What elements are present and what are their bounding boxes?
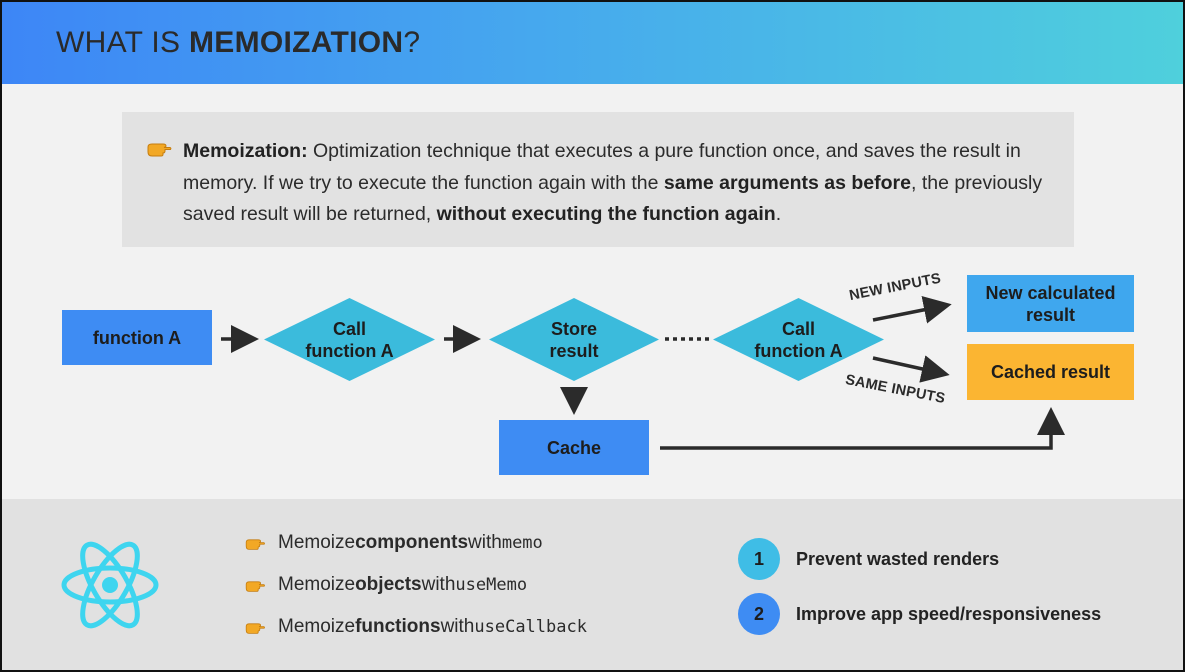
- arrow-new: [872, 296, 952, 324]
- definition-text: Memoization: Optimization technique that…: [183, 140, 1043, 225]
- page-title: WHAT IS MEMOIZATION?: [56, 26, 421, 59]
- number-badge: 2: [738, 593, 780, 635]
- bottom-panel: [2, 499, 1183, 670]
- pointing-hand-icon: [245, 623, 265, 634]
- pointing-hand-icon: [245, 581, 265, 592]
- cache-box: Cache: [499, 420, 649, 475]
- cached-result-box: Cached result: [967, 344, 1134, 400]
- react-logo-icon: [61, 541, 159, 629]
- pointing-hand-icon: [245, 539, 265, 550]
- bullet-usecallback: Memoize functions with useCallback: [244, 616, 587, 638]
- bullet-memo: Memoize components with memo: [244, 532, 543, 554]
- header-bar: WHAT IS MEMOIZATION?: [2, 2, 1183, 84]
- benefit-2: 2 Improve app speed/responsiveness: [738, 593, 1101, 635]
- arrow-cache: [660, 407, 1065, 450]
- number-badge: 1: [738, 538, 780, 580]
- benefit-1: 1 Prevent wasted renders: [738, 538, 999, 580]
- function-a-box: function A: [62, 310, 212, 365]
- arrow-same: [872, 355, 950, 383]
- definition-box: Memoization: Optimization technique that…: [122, 112, 1074, 247]
- pointing-hand-icon: [147, 143, 172, 157]
- bullet-usememo: Memoize objects with useMemo: [244, 574, 527, 596]
